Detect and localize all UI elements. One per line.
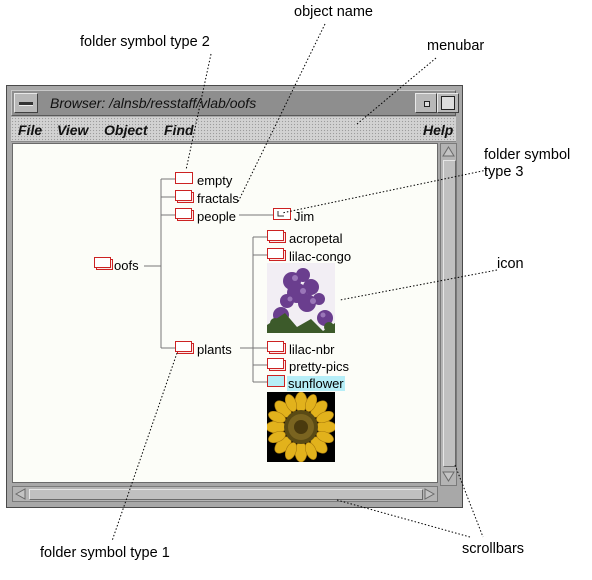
vertical-scroll-thumb[interactable] [443, 160, 456, 467]
callout-folder-symbol-type-3-line1: folder symbol [484, 147, 571, 163]
tree-node-lilac-nbr[interactable]: lilac-nbr [289, 342, 335, 357]
scroll-right-icon[interactable] [423, 488, 436, 500]
tree-node-empty[interactable]: empty [197, 173, 233, 188]
tree-node-oofs[interactable]: oofs [114, 258, 139, 273]
horizontal-scrollbar[interactable] [12, 486, 438, 502]
minimize-button[interactable] [415, 93, 437, 113]
window-menu-button[interactable] [14, 93, 38, 113]
empty-folder-icon[interactable] [175, 172, 194, 185]
window-menu-icon [19, 102, 33, 106]
window-title: Browser: /alnsb/resstaff/vlab/oofs [50, 95, 257, 111]
maximize-icon [441, 96, 455, 110]
folder-icon[interactable] [94, 257, 113, 270]
minimize-icon [424, 101, 430, 107]
selected-folder-icon[interactable] [267, 375, 286, 388]
browser-window: Browser: /alnsb/resstaff/vlab/oofs File … [6, 85, 463, 508]
folder-icon[interactable] [175, 190, 194, 203]
tree-node-people[interactable]: people [197, 209, 237, 224]
tree-node-pretty-pics[interactable]: pretty-pics [289, 359, 349, 374]
scroll-up-icon[interactable] [442, 145, 455, 158]
tree-node-jim[interactable]: Jim [294, 209, 315, 224]
callout-object-name: object name [294, 4, 373, 20]
vertical-scrollbar[interactable] [440, 143, 457, 486]
callout-folder-symbol-type-1: folder symbol type 1 [40, 545, 170, 561]
menu-find[interactable]: Find [164, 122, 194, 138]
callout-icon: icon [497, 256, 524, 272]
menu-object[interactable]: Object [104, 122, 148, 138]
menu-help[interactable]: Help [423, 122, 454, 138]
scroll-left-icon[interactable] [14, 488, 27, 500]
callout-menubar: menubar [427, 38, 485, 54]
title-bar[interactable]: Browser: /alnsb/resstaff/vlab/oofs [11, 90, 459, 116]
callout-folder-symbol-type-3-line2: type 3 [484, 164, 524, 180]
tree-node-acropetal[interactable]: acropetal [289, 231, 343, 246]
folder-icon[interactable] [267, 248, 286, 261]
tree-connectors [144, 178, 273, 383]
tree-node-plants[interactable]: plants [197, 342, 232, 357]
folder-icon[interactable] [175, 341, 194, 354]
lilac-flower-icon[interactable] [267, 263, 335, 333]
sunflower-icon[interactable] [267, 392, 335, 462]
menu-file[interactable]: File [18, 122, 43, 138]
folder-icon[interactable] [175, 208, 194, 221]
folder-icon[interactable] [267, 230, 286, 243]
horizontal-scroll-thumb[interactable] [29, 489, 423, 500]
browser-canvas[interactable]: oofs empty fractals people plants Jim ac… [12, 143, 438, 483]
menu-view[interactable]: View [57, 122, 89, 138]
tree-node-lilac-congo[interactable]: lilac-congo [289, 249, 352, 264]
tree-node-fractals[interactable]: fractals [197, 191, 239, 206]
menubar: File View Object Find Help [11, 117, 456, 142]
folder-icon[interactable] [267, 358, 286, 371]
callout-folder-symbol-type-2: folder symbol type 2 [80, 34, 210, 50]
scroll-down-icon[interactable] [442, 470, 455, 483]
folder-icon[interactable] [267, 341, 286, 354]
tree-node-sunflower[interactable]: sunflower [287, 376, 345, 391]
maximize-button[interactable] [437, 93, 459, 113]
callout-scrollbars: scrollbars [462, 541, 525, 557]
link-folder-icon[interactable] [273, 208, 292, 221]
